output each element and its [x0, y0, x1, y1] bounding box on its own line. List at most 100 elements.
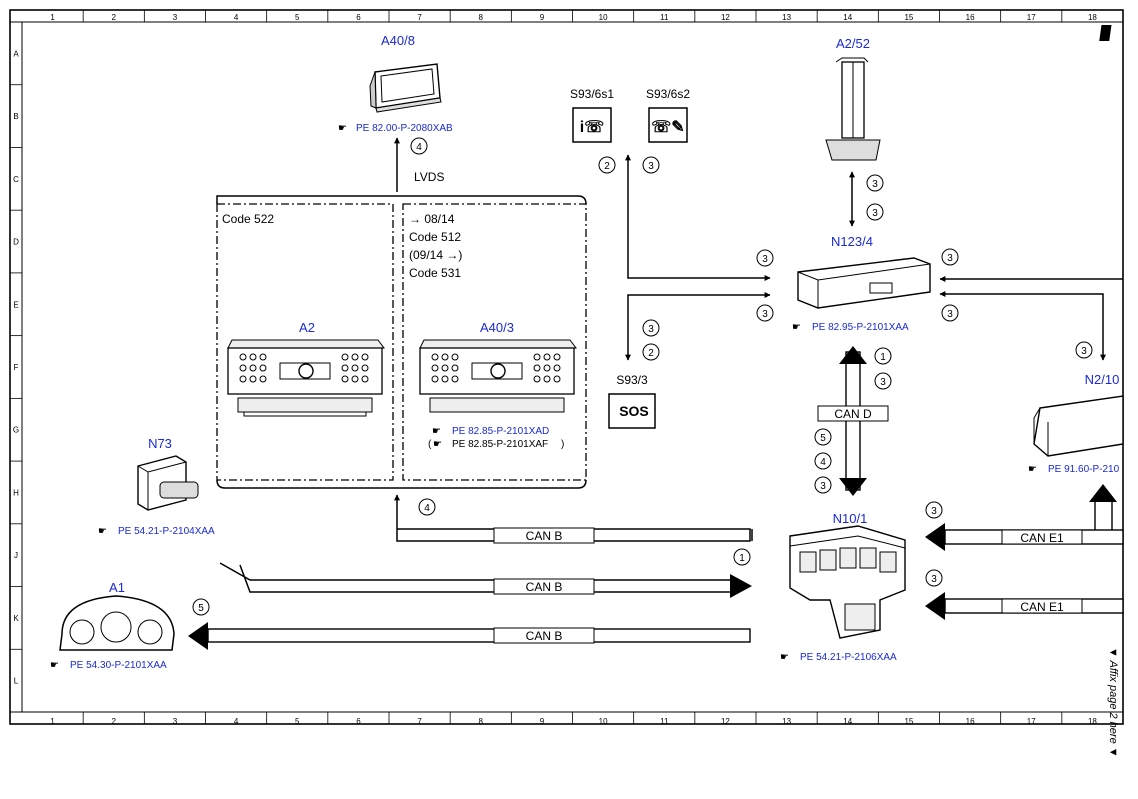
grid-col-label: 11: [660, 13, 669, 22]
a1-ref: PE 54.30-P-2101XAA: [70, 660, 167, 671]
s93-3-label: S93/3: [616, 373, 648, 387]
marker-3: 3: [762, 254, 768, 265]
grid-col-label: 15: [904, 717, 913, 726]
can-d-arrow-top: [839, 346, 867, 364]
s93-6s1-switch: i☏: [572, 107, 612, 143]
marker-4: 4: [820, 457, 826, 468]
ref-hand-icon: ☛: [432, 426, 441, 437]
code-line-2: Code 512: [409, 230, 461, 244]
n123-4-label: N123/4: [831, 234, 873, 249]
can-e1-label-1: CAN E1: [1020, 531, 1064, 545]
can-d-label-box: [817, 405, 889, 422]
grid-col-label: 10: [599, 717, 608, 726]
a2-52-label: A2/52: [836, 36, 870, 51]
a40-3-ref1: PE 82.85-P-2101XAD: [452, 426, 549, 437]
can-e1-riser: [1094, 499, 1113, 530]
grid-col-label: 16: [966, 13, 975, 22]
grid-col-label: 18: [1088, 717, 1097, 726]
can-d-label: CAN D: [834, 407, 872, 421]
marker-3: 3: [880, 377, 886, 388]
grid-col-label: 8: [479, 717, 484, 726]
grid-col-label: 13: [782, 13, 791, 22]
grid-col-label: 6: [356, 717, 361, 726]
s93-6-to-n123-line: [625, 154, 771, 281]
grid-col-label: 14: [843, 717, 852, 726]
marker-3: 3: [931, 574, 937, 585]
n73-ref: PE 54.21-P-2104XAA: [118, 526, 215, 537]
marker-3: 3: [648, 161, 654, 172]
sheet-frame: [9, 9, 1124, 725]
a2-label: A2: [299, 320, 315, 335]
grid-column-labels: 1122334455667788991010111112121313141415…: [50, 10, 1097, 726]
marker-4: 4: [416, 142, 422, 153]
grid-row-label: J: [14, 551, 18, 560]
marker-5: 5: [820, 433, 826, 444]
marker-3: 3: [820, 481, 826, 492]
grid-col-label: 7: [417, 717, 422, 726]
grid-row-label: D: [13, 238, 19, 247]
sos-button-text: SOS: [619, 403, 649, 419]
marker-3: 3: [947, 309, 953, 320]
grid-col-label: 6: [356, 13, 361, 22]
marker-1: 1: [739, 553, 745, 564]
can-e1-arrow-up: [1089, 484, 1117, 502]
marker-3: 3: [762, 309, 768, 320]
can-e1-arrow-1: [925, 523, 945, 551]
grid-col-label: 11: [660, 717, 669, 726]
can-e1-label-box-1: [1001, 529, 1083, 545]
grid-col-label: 17: [1027, 13, 1036, 22]
can-b-label-1: CAN B: [526, 529, 563, 543]
n2-10-label: N2/10: [1085, 372, 1120, 387]
n123-4-module: [797, 257, 931, 309]
grid-col-label: 14: [843, 13, 852, 22]
group-bracket-top: [216, 195, 587, 205]
a1-instrument-cluster: [59, 595, 175, 651]
marker-3: 3: [872, 179, 878, 190]
code-line-3: (09/14 →): [409, 248, 462, 262]
grid-row-label: F: [14, 363, 19, 372]
ref-hand-icon: ☛: [780, 652, 789, 663]
can-e1-label-box-2: [1001, 598, 1083, 614]
grid-col-label: 12: [721, 13, 730, 22]
a2-head-unit: [227, 339, 385, 417]
code522-label: Code 522: [222, 212, 274, 226]
grid-col-label: 17: [1027, 717, 1036, 726]
marker-circles: 4 2 3 3 3 3 3 3 3 3 2 3 1 3 5 4 3 4 3 1 …: [192, 137, 1093, 616]
can-e1-arrow-2: [925, 592, 945, 620]
grid-col-label: 5: [295, 13, 300, 22]
can-b-bus-top: [396, 520, 751, 542]
can-d-arrow-bottom: [839, 478, 867, 496]
grid-col-label: 10: [599, 13, 608, 22]
can-b-arrow-bottom: [188, 622, 208, 650]
can-b-label-box-3: [493, 627, 595, 644]
can-b-label-box-1: [493, 527, 595, 544]
grid-col-label: 1: [50, 13, 55, 22]
lvds-label: LVDS: [414, 170, 444, 184]
ref-hand-icon: ☛: [338, 123, 347, 134]
grid-row-label: G: [13, 426, 19, 435]
n123-to-s93-3-line: [625, 292, 771, 361]
grid-col-label: 2: [112, 13, 117, 22]
marker-3: 3: [1081, 346, 1087, 357]
a40-8-ref: PE 82.00-P-2080XAB: [356, 123, 453, 134]
code-line-1: → 08/14: [409, 212, 455, 226]
group-bracket-bottom: [216, 479, 587, 489]
grid-row-label: H: [13, 488, 19, 497]
n2-10-module: [1033, 395, 1124, 457]
a40-3-label: A40/3: [480, 320, 514, 335]
marker-4: 4: [424, 503, 430, 514]
ref-close-paren: ): [561, 439, 564, 450]
a40-8-display: [369, 63, 442, 113]
grid-col-label: 7: [417, 13, 422, 22]
can-b-label-box-2: [493, 578, 595, 595]
marker-3: 3: [931, 506, 937, 517]
affix-note-text: ▼ Affix page 2 here ▼: [1107, 647, 1119, 758]
marker-3: 3: [648, 324, 654, 335]
ref-hand-icon: ☛: [1028, 464, 1037, 475]
ref-hand-icon: ☛: [433, 439, 442, 450]
can-b-bus-middle-top: [219, 562, 730, 581]
grid-col-label: 13: [782, 717, 791, 726]
info-icon: i☏: [580, 119, 604, 136]
